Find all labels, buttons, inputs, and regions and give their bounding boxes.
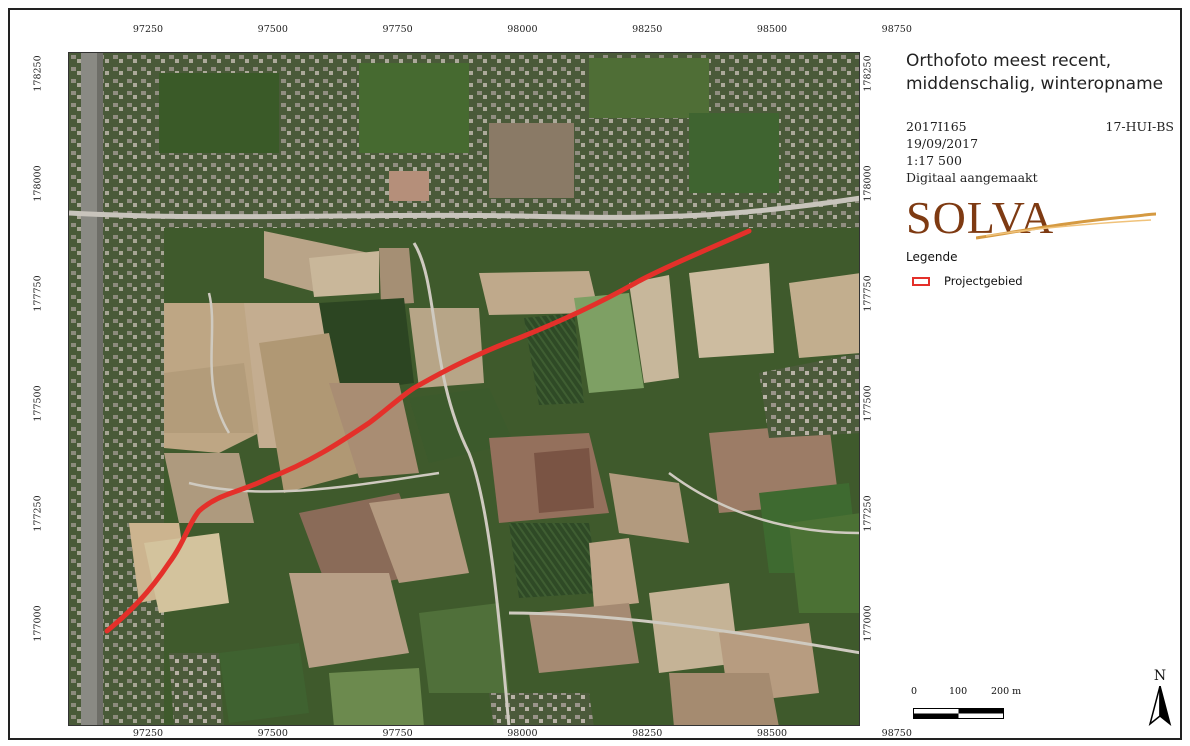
y-tick-right: 177750 xyxy=(862,275,874,312)
x-tick-top: 97750 xyxy=(382,24,413,35)
orthophoto-map[interactable] xyxy=(69,53,860,726)
logo-swoosh-icon xyxy=(976,212,1156,240)
y-tick-right: 177000 xyxy=(862,605,874,642)
x-tick-bottom: 97250 xyxy=(132,728,164,739)
map-title-line-1: Orthofoto meest recent, xyxy=(906,51,1112,71)
x-tick-top: 98250 xyxy=(632,24,663,35)
x-tick-top: 98000 xyxy=(507,24,538,35)
y-tick-left: 177250 xyxy=(32,495,44,532)
legend-title: Legende xyxy=(906,250,958,264)
north-arrow: N xyxy=(1145,668,1175,728)
x-tick-bottom: 98250 xyxy=(632,728,663,739)
legend-swatch-project xyxy=(912,276,930,286)
legend-item: Projectgebied xyxy=(912,274,1176,288)
map-date: 19/09/2017 xyxy=(906,136,979,151)
scale-bar-graphic xyxy=(913,708,1004,719)
y-tick-left: 178250 xyxy=(32,55,44,92)
legend-label-project: Projectgebied xyxy=(944,274,1023,288)
x-tick-top: 97250 xyxy=(132,24,164,35)
x-tick-bottom: 98000 xyxy=(507,728,538,739)
project-code: 2017I165 xyxy=(906,119,967,134)
y-tick-right: 177250 xyxy=(862,495,874,532)
y-tick-left: 178000 xyxy=(32,165,44,202)
scale-label-0: 0 xyxy=(911,686,918,697)
solva-logo: SOLVA xyxy=(906,192,1156,244)
y-tick-left: 177500 xyxy=(32,385,44,422)
map-title: Orthofoto meest recent, middenschalig, w… xyxy=(906,50,1176,96)
x-tick-top: 98500 xyxy=(756,24,788,35)
x-tick-top: 97500 xyxy=(257,24,288,35)
project-ref: 17-HUI-BS xyxy=(1105,119,1174,134)
north-letter: N xyxy=(1153,668,1167,684)
map-title-line-2: middenschalig, winteropname xyxy=(906,74,1164,94)
solva-logo-text: SOLVA xyxy=(906,192,1055,243)
x-tick-bottom: 97500 xyxy=(257,728,288,739)
x-tick-bottom: 98500 xyxy=(756,728,788,739)
scale-bar: 0 100 200 m xyxy=(911,686,1023,726)
y-tick-right: 178250 xyxy=(862,55,874,92)
scale-label-200: 200 m xyxy=(991,686,1022,697)
y-tick-left: 177750 xyxy=(32,275,44,312)
x-tick-bottom: 97750 xyxy=(382,728,413,739)
y-tick-left: 177000 xyxy=(32,605,44,642)
scale-label-100: 100 xyxy=(949,686,968,697)
map-sheet: 97250 97500 97750 98000 98250 98500 98750 9725… xyxy=(8,8,1182,740)
map-frame[interactable] xyxy=(68,52,860,726)
legend-panel: Orthofoto meest recent, middenschalig, w… xyxy=(906,50,1176,288)
x-tick-bottom: 98750 xyxy=(881,728,912,739)
map-note: Digitaal aangemaakt xyxy=(906,170,1038,185)
north-arrow-icon xyxy=(1148,686,1172,726)
x-tick-top: 98750 xyxy=(881,24,912,35)
y-tick-right: 177500 xyxy=(862,385,874,422)
meta-block: 2017I165 17-HUI-BS 19/09/2017 1:17 500 D… xyxy=(906,118,1176,186)
project-area-road[interactable] xyxy=(104,228,752,634)
map-scale: 1:17 500 xyxy=(906,153,962,168)
y-tick-right: 178000 xyxy=(862,165,874,202)
